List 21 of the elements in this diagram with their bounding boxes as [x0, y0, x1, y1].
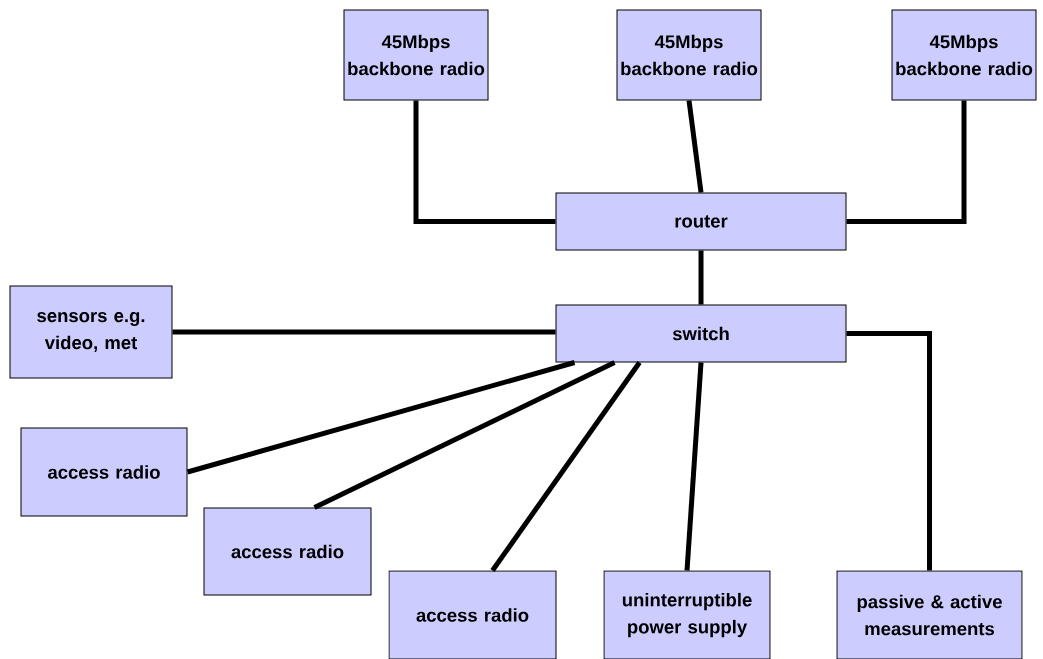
- connector-line: [846, 100, 967, 224]
- network-box: passive & active measurements: [836, 570, 1023, 659]
- network-box: access radio: [20, 427, 188, 517]
- connector-line: [172, 329, 556, 335]
- connector-line: [490, 361, 642, 572]
- network-box: access radio: [203, 507, 372, 596]
- network-box: router: [555, 192, 847, 251]
- network-box: access radio: [388, 570, 557, 659]
- connector-line: [684, 362, 704, 571]
- connector-line: [186, 360, 576, 475]
- connector-line: [313, 360, 616, 510]
- connector-line: [698, 250, 704, 305]
- connector-line: [846, 331, 932, 571]
- network-box: switch: [555, 304, 847, 363]
- network-box: 45Mbps backbone radio: [343, 9, 489, 101]
- connector-line: [413, 100, 556, 224]
- network-box: 45Mbps backbone radio: [616, 9, 762, 101]
- network-box: 45Mbps backbone radio: [891, 9, 1037, 101]
- network-box: uninterruptible power supply: [603, 570, 771, 659]
- network-box: sensors e.g. video, met: [9, 285, 173, 379]
- connector-line: [686, 100, 704, 193]
